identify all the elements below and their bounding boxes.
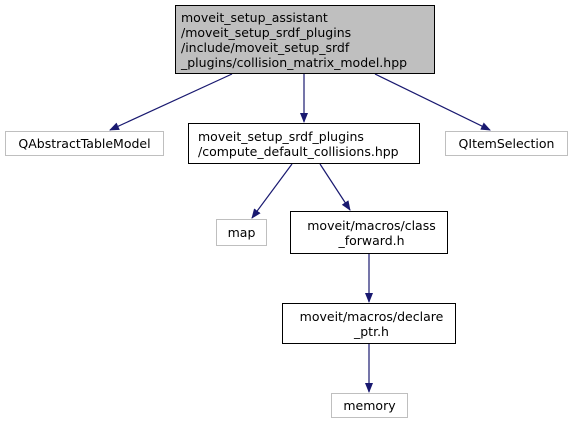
node-declare-ptr[interactable]: moveit/macros/declare _ptr.h: [282, 303, 456, 344]
edge-compute-to-class-forward: [319, 163, 351, 211]
node-line: _ptr.h: [354, 323, 389, 339]
node-line: _plugins/collision_matrix_model.hpp: [181, 54, 408, 70]
node-label: memory: [343, 398, 396, 413]
edge-main-to-qitemselection: [374, 73, 491, 131]
node-line: moveit_setup_assistant: [181, 9, 328, 25]
node-label: QAbstractTableModel: [18, 136, 151, 151]
node-line: /moveit_setup_srdf_plugins: [181, 24, 352, 40]
node-label: QItemSelection: [458, 136, 555, 151]
node-line: moveit_setup_srdf_plugins: [198, 128, 364, 144]
node-memory[interactable]: memory: [331, 393, 408, 418]
node-line: moveit/macros/declare: [299, 308, 444, 324]
node-qitemselection[interactable]: QItemSelection: [445, 131, 568, 156]
node-qabstracttablemodel[interactable]: QAbstractTableModel: [5, 131, 164, 156]
node-line: moveit/macros/class: [307, 217, 436, 233]
node-compute-default-collisions[interactable]: moveit_setup_srdf_plugins /compute_defau…: [188, 123, 420, 164]
node-line: /compute_default_collisions.hpp: [198, 143, 399, 159]
node-map[interactable]: map: [216, 219, 267, 246]
edge-compute-to-map: [251, 163, 293, 219]
edge-main-to-qabstracttablemodel: [109, 73, 233, 131]
node-line: _forward.h: [338, 232, 405, 248]
node-line: /include/moveit_setup_srdf: [181, 39, 350, 55]
node-label: map: [227, 225, 256, 240]
node-collision-matrix-model[interactable]: moveit_setup_assistant /moveit_setup_srd…: [175, 5, 435, 74]
node-class-forward[interactable]: moveit/macros/class _forward.h: [290, 211, 448, 254]
